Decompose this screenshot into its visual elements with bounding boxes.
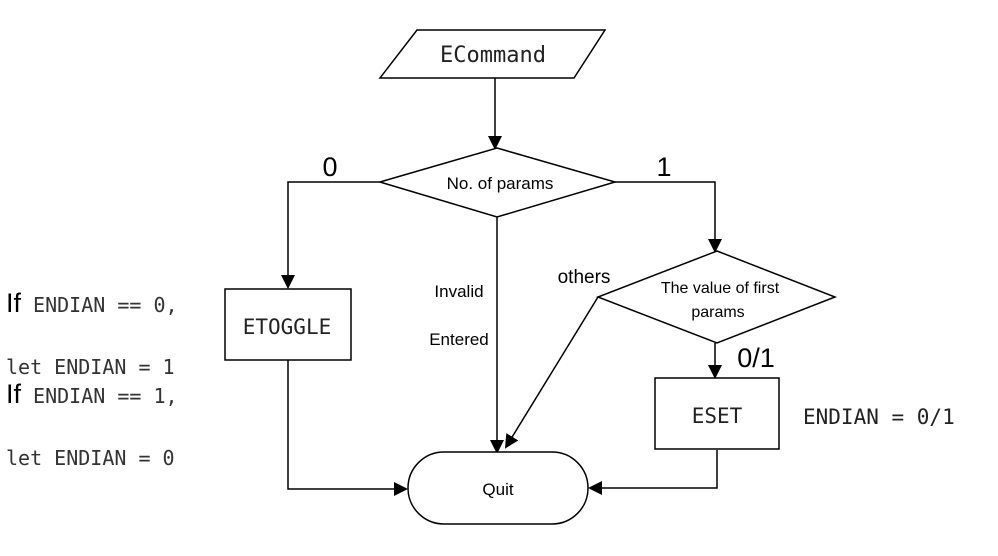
etoggle-note-case-2-if: If: [6, 379, 22, 409]
edge-label-others: others: [558, 267, 611, 288]
node-decision-params-label: No. of params: [447, 174, 554, 193]
edge-label-zero: 0: [322, 152, 337, 182]
etoggle-note-case-1-action: let ENDIAN = 1: [6, 355, 175, 379]
node-decision-value-label-line2: params: [691, 304, 744, 321]
node-ecommand-label: ECommand: [440, 43, 546, 68]
edge-params-to-etoggle: [281, 181, 380, 289]
node-decision-value: The value of first params: [595, 250, 838, 344]
etoggle-note-case-1-condition: ENDIAN == 0,: [21, 293, 178, 317]
node-ecommand: ECommand: [378, 29, 607, 79]
node-etoggle-label: ETOGGLE: [243, 315, 332, 339]
node-eset: ESET: [654, 377, 780, 450]
eset-effect-note: ENDIAN = 0/1: [803, 405, 955, 429]
edge-params-to-value: [615, 181, 722, 253]
etoggle-note-case-1: If ENDIAN == 0, let ENDIAN = 1: [6, 253, 178, 399]
edge-label-zero-or-one: 0/1: [737, 343, 775, 373]
edge-label-invalid: Invalid: [434, 282, 483, 301]
node-etoggle: ETOGGLE: [224, 288, 352, 361]
edge-etoggle-to-quit: [287, 360, 408, 496]
edge-eset-to-quit: [588, 450, 718, 495]
etoggle-note-case-1-if: If: [6, 288, 22, 318]
edge-value-to-quit: [504, 296, 599, 449]
node-eset-label: ESET: [692, 404, 743, 428]
edge-label-entered: Entered: [429, 330, 489, 349]
node-decision-value-label-line1: The value of first: [661, 280, 780, 297]
node-quit: Quit: [407, 451, 589, 525]
edge-label-one: 1: [656, 152, 671, 182]
node-decision-params: No. of params: [377, 147, 618, 218]
etoggle-note-case-2-condition: ENDIAN == 1,: [21, 384, 178, 408]
node-quit-label: Quit: [482, 480, 513, 499]
etoggle-note-case-2-action: let ENDIAN = 0: [6, 446, 175, 470]
etoggle-note-case-2: If ENDIAN == 1, let ENDIAN = 0: [6, 344, 178, 490]
